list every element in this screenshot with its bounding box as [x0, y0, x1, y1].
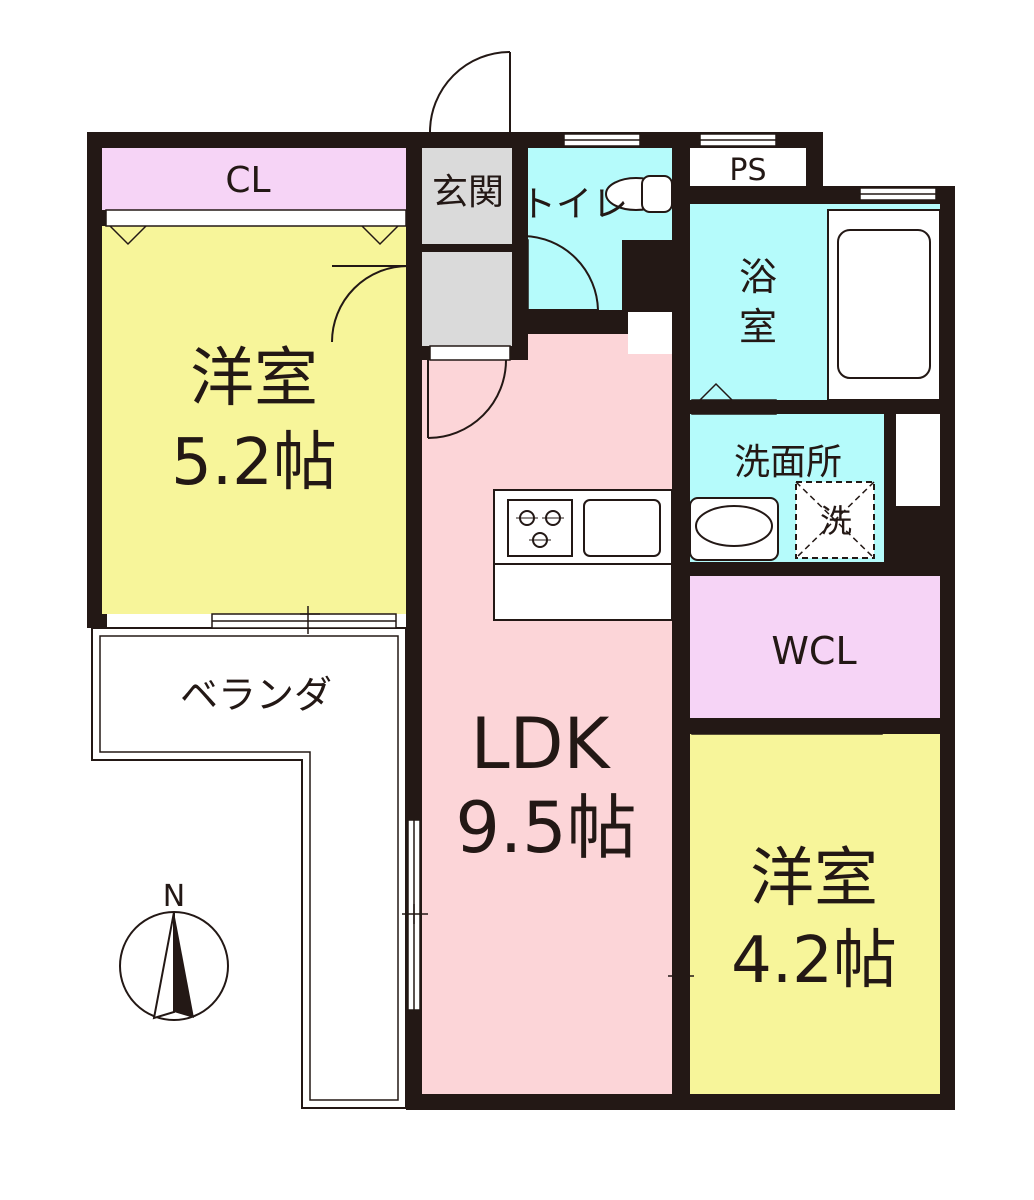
washroom-label: 洗面所 [734, 442, 842, 483]
bathtub [827, 209, 941, 401]
bathroom-label-1: 浴 [739, 255, 777, 299]
balcony-label: ベランダ [180, 673, 332, 717]
compass-north-label: N [163, 879, 185, 914]
kitchen-counter [493, 489, 673, 621]
washer-label: 洗 [820, 502, 852, 540]
bathroom-label-2: 室 [739, 305, 777, 349]
washbasin [689, 497, 779, 561]
western-room-1-name: 洋室 [190, 342, 318, 416]
western-room-1-size: 5.2帖 [171, 426, 337, 500]
room-fills [102, 148, 940, 1094]
ldk-name: LDK [471, 703, 612, 785]
pipe-space-area [690, 148, 806, 186]
closet-area [102, 148, 406, 210]
north-compass-icon [119, 911, 229, 1021]
western-room-1-area [102, 226, 406, 614]
toilet-label: トイレ [520, 184, 628, 225]
western-room-2-name: 洋室 [750, 842, 878, 916]
western-room-2-area [688, 734, 940, 1094]
ldk-size: 9.5帖 [455, 787, 636, 869]
balcony [91, 627, 407, 1109]
interior-walls [406, 148, 955, 1110]
pipe-space-label: PS [729, 153, 766, 188]
closet-label: CL [225, 160, 270, 201]
western-room-2-size: 4.2帖 [731, 924, 897, 998]
washer-space [795, 481, 875, 559]
walk-in-closet-label: WCL [771, 629, 856, 673]
walk-in-closet-area [688, 576, 940, 718]
washroom-right-area [896, 414, 940, 506]
entrance-label: 玄関 [432, 172, 504, 213]
toilet-fixture [605, 175, 673, 213]
